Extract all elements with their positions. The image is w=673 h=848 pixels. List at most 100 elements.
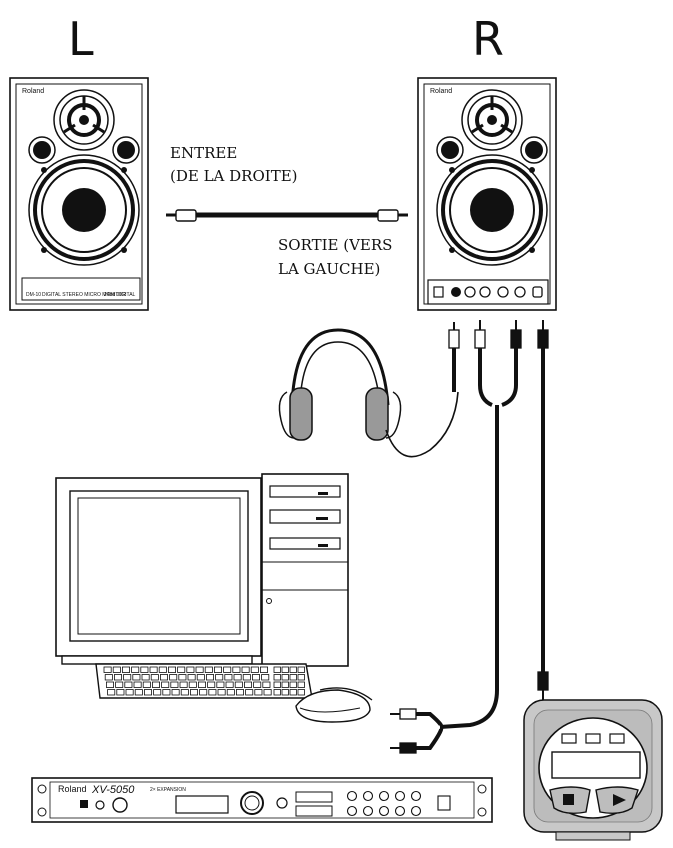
usb-port-icon [80, 800, 88, 808]
output-label-line2: LA GAUCHE) [278, 260, 380, 278]
keyboard-key [171, 689, 180, 696]
keyboard-key [170, 681, 179, 688]
left-speaker-brand: Roland [22, 88, 44, 95]
rack-display [175, 795, 229, 814]
keyboard-key [226, 689, 235, 696]
right-channel-label: R [472, 12, 504, 66]
sound-module-rack: Roland XV-5050 2× EXPANSION [31, 777, 493, 823]
rack-button[interactable] [362, 790, 374, 802]
keyboard-key [289, 666, 297, 673]
output-label-line1: SORTIE (VERS [278, 236, 392, 254]
phones-jack-icon [95, 800, 105, 810]
keyboard-key [241, 666, 250, 673]
player-display [551, 751, 641, 779]
right-speaker-brand: Roland [430, 88, 452, 95]
volume-knob-icon[interactable] [112, 797, 128, 813]
rack-button[interactable] [394, 805, 406, 817]
keyboard-key [133, 681, 142, 688]
rack-button[interactable] [362, 805, 374, 817]
rack-knob-icon[interactable] [276, 797, 288, 809]
keyboard-key [223, 666, 232, 673]
rack-button[interactable] [394, 790, 406, 802]
portable-player [523, 699, 663, 841]
keyboard-key [224, 674, 233, 681]
computer-monitor [55, 477, 262, 665]
keyboard-key [112, 666, 121, 673]
keyboard-key [123, 674, 132, 681]
keyboard-key [261, 674, 270, 681]
keyboard-key [245, 689, 254, 696]
keyboard-key [179, 681, 188, 688]
rack-keypad-icon[interactable] [437, 795, 451, 811]
play-icon [613, 794, 626, 806]
rack-button[interactable] [410, 790, 422, 802]
keyboard-key [281, 689, 289, 696]
keyboard-key [149, 666, 158, 673]
left-speaker-badge: 24bit DIGITAL [104, 292, 136, 298]
keyboard-key [186, 666, 195, 673]
jack-2-icon [479, 286, 491, 298]
keyboard-key [204, 666, 213, 673]
keyboard-key [106, 681, 115, 688]
keyboard-key [208, 689, 217, 696]
keyboard-key [243, 681, 252, 688]
keyboard-key [161, 681, 170, 688]
keyboard-key [263, 689, 272, 696]
left-speaker-model: DM-10 [26, 292, 41, 298]
power-switch-icon [433, 286, 444, 298]
keyboard-key [273, 681, 281, 688]
rack-button[interactable] [346, 790, 358, 802]
headphone-plug [448, 322, 460, 392]
keyboard-key [142, 681, 151, 688]
keyboard-key [140, 666, 149, 673]
keyboard-key [232, 666, 241, 673]
keyboard-key [180, 689, 189, 696]
keyboard-key [251, 674, 260, 681]
computer-tower [261, 473, 349, 667]
keyboard-key [207, 681, 216, 688]
rack-button[interactable] [346, 805, 358, 817]
rack-model: XV-5050 [91, 784, 135, 796]
keyboard-key [178, 674, 187, 681]
keyboard-key [297, 689, 305, 696]
keyboard-key [122, 666, 131, 673]
keyboard-key [162, 689, 171, 696]
keyboard-key [242, 674, 251, 681]
keyboard-key [195, 666, 204, 673]
keyboard-key [253, 681, 262, 688]
keyboard-key [167, 666, 176, 673]
keyboard-key [125, 689, 134, 696]
keyboard-key [159, 674, 168, 681]
rack-button[interactable] [410, 805, 422, 817]
jack-5-icon [532, 286, 543, 298]
left-channel-label: L [68, 12, 94, 66]
keyboard-key [259, 666, 268, 673]
speaker-link-cable [166, 209, 408, 222]
keyboard-key [141, 674, 150, 681]
rca-split-plugs [390, 708, 444, 754]
keyboard-key [297, 674, 305, 681]
keyboard-key [213, 666, 222, 673]
rack-brand: Roland [58, 784, 87, 794]
keyboard-key [131, 666, 140, 673]
keyboard-key [197, 681, 206, 688]
keyboard-key [116, 689, 125, 696]
jack-4-icon [514, 286, 526, 298]
left-speaker-model-desc: DIGITAL STEREO MICRO MONITOR [42, 292, 126, 298]
rack-button[interactable] [378, 805, 390, 817]
keyboard-key [233, 674, 242, 681]
power-knob-icon [451, 287, 461, 297]
keyboard-key [134, 689, 143, 696]
keyboard-key [281, 674, 289, 681]
keyboard-key [281, 681, 289, 688]
keyboard-key [225, 681, 234, 688]
keyboard-key [187, 674, 196, 681]
stop-icon [563, 794, 574, 805]
keyboard-key [188, 681, 197, 688]
value-dial-icon[interactable] [240, 791, 264, 815]
keyboard-key [153, 689, 162, 696]
keyboard-key [196, 674, 205, 681]
rack-button[interactable] [378, 790, 390, 802]
keyboard-key [215, 674, 224, 681]
keyboard-key [107, 689, 116, 696]
